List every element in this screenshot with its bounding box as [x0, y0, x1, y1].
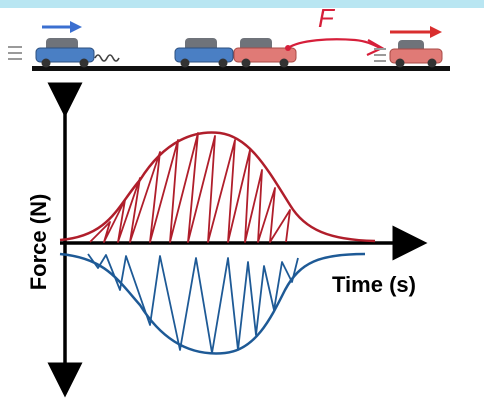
force-time-graph: Force (N) Time (s) [26, 82, 428, 398]
negative-force-curve [59, 252, 366, 355]
positive-force-shading [89, 132, 291, 243]
cart-icon [35, 38, 95, 68]
track [32, 66, 450, 71]
right-arrow-icon [42, 21, 82, 33]
x-axis-label: Time (s) [332, 272, 416, 297]
cart-icon [389, 40, 443, 68]
cart-scene: F [8, 3, 450, 71]
frame-band [0, 0, 484, 8]
cart-icon [174, 38, 234, 68]
handwritten-arrow [287, 38, 381, 49]
motion-lines-icon [374, 48, 386, 62]
right-arrow-icon [390, 26, 442, 38]
motion-lines-icon [8, 46, 22, 60]
y-axis-label: Force (N) [26, 194, 51, 291]
spring-icon [94, 54, 120, 62]
negative-force-shading [87, 253, 299, 354]
cart-icon [233, 38, 297, 68]
force-annotation: F [318, 3, 336, 33]
